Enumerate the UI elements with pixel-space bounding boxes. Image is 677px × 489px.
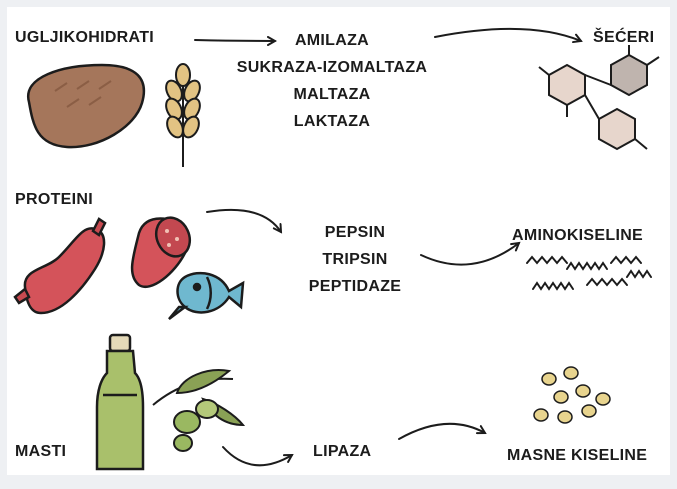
product-label-fatty-acids: MASNE KISELINE (507, 447, 647, 465)
wheat-icon (163, 64, 203, 167)
arrow-proteins-to-enzymes (207, 210, 281, 232)
fish-icon (169, 273, 243, 319)
enzyme-list-proteins: PEPSIN TRIPSIN PEPTIDAZE (285, 219, 425, 300)
olive-branch-icon (153, 370, 243, 451)
enzyme-list-carbs: AMILAZA SUKRAZA-IZOMALTAZA MALTAZA LAKTA… (227, 27, 437, 135)
arrow-proteins-enzymes-to-amino (421, 243, 519, 265)
arrow-fats-to-lipase (223, 447, 292, 465)
enzyme-item: PEPTIDAZE (285, 273, 425, 300)
enzyme-item: PEPSIN (285, 219, 425, 246)
enzyme-item: MALTAZA (227, 81, 437, 108)
arrow-carbs-enzymes-to-sugars (435, 29, 581, 41)
enzyme-item: AMILAZA (227, 27, 437, 54)
source-label-carbs: UGLJIKOHIDRATI (15, 29, 154, 47)
sugar-hexagons-icon (539, 45, 659, 149)
amino-chains-icon (527, 257, 651, 289)
arrow-lipase-to-fatty-acids (399, 424, 485, 439)
bread-icon (28, 65, 144, 147)
source-label-fats: MASTI (15, 443, 66, 461)
product-label-sugars: ŠEĆERI (593, 29, 654, 47)
oil-bottle-icon (97, 335, 143, 469)
product-label-amino-acids: AMINOKISELINE (512, 227, 643, 245)
enzyme-item: LAKTAZA (227, 108, 437, 135)
digestion-diagram: UGLJIKOHIDRATI PROTEINI MASTI AMILAZA SU… (7, 7, 670, 475)
enzyme-item: SUKRAZA-IZOMALTAZA (227, 54, 437, 81)
enzyme-label-lipase: LIPAZA (313, 443, 371, 461)
enzyme-item: TRIPSIN (285, 246, 425, 273)
sausage-icon (15, 219, 105, 313)
fatty-acid-droplets-icon (534, 367, 610, 423)
source-label-proteins: PROTEINI (15, 191, 93, 209)
